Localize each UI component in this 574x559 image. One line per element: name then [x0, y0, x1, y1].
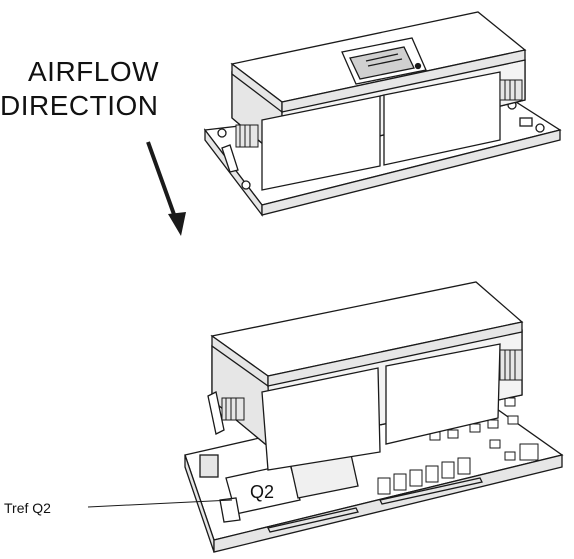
- airflow-arrow: [146, 141, 186, 236]
- tref-leader-line: [87, 499, 233, 508]
- airflow-label-line1: AIRFLOW: [28, 56, 160, 87]
- top-module: [203, 11, 562, 217]
- q2-label: Q2: [250, 482, 275, 502]
- bottom-module: [184, 281, 564, 553]
- tref-label: Tref Q2: [4, 500, 51, 516]
- airflow-label-line2: DIRECTION: [0, 90, 159, 121]
